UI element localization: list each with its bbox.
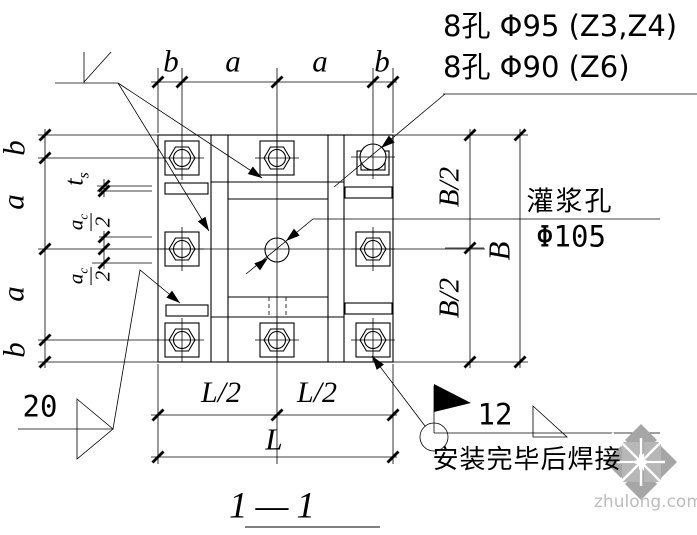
dim-bottom-l-half-right: L/2 bbox=[296, 376, 338, 409]
dim-plate-thickness: ts bbox=[59, 172, 93, 186]
note-weld-after-installation: 安装完毕后焊接 bbox=[432, 445, 622, 475]
dim-top-b1: b bbox=[163, 43, 179, 79]
dim-right-b-half-upper: B/2 bbox=[433, 166, 466, 208]
dim-left-a2: a bbox=[0, 286, 31, 302]
dim-right-b-half-lower: B/2 bbox=[433, 277, 466, 319]
weld-size-right: 12 bbox=[477, 397, 513, 432]
dim-bottom-l-half-left: L/2 bbox=[200, 376, 242, 409]
anchor-bolts bbox=[159, 135, 396, 363]
centerlines bbox=[38, 68, 485, 464]
box-column-section bbox=[210, 135, 345, 362]
weld-symbol-right bbox=[419, 384, 660, 452]
dim-top-b2: b bbox=[374, 43, 390, 79]
section-title: 1—1 bbox=[229, 485, 323, 527]
zhulong-logo-icon bbox=[605, 424, 677, 500]
label-grout-hole-diameter: Φ105 bbox=[536, 219, 606, 254]
anchor-bolt-hole-detail bbox=[351, 137, 395, 179]
dim-left-b2: b bbox=[0, 342, 32, 358]
dim-top-a1: a bbox=[225, 43, 241, 79]
note-bolt-holes-z34: 8孔 Φ95 (Z3,Z4) bbox=[443, 9, 678, 43]
leader-lines bbox=[55, 51, 697, 430]
weld-symbol-left bbox=[18, 398, 114, 460]
dimension-lines bbox=[38, 68, 528, 464]
dim-top-a2: a bbox=[312, 43, 328, 79]
dim-left-a1: a bbox=[0, 194, 31, 210]
dim-label-ac-half-lower: ac 2 bbox=[63, 266, 115, 286]
field-weld-flag-icon bbox=[434, 384, 471, 412]
grout-hole bbox=[264, 237, 290, 317]
dim-label-ac-half-upper: ac 2 bbox=[63, 212, 115, 232]
dim-bottom-l-total: L bbox=[265, 421, 283, 457]
watermark-text: zhulong.com bbox=[594, 492, 697, 512]
dim-left-b1: b bbox=[0, 140, 32, 156]
dim-right-b-total: B bbox=[481, 241, 517, 261]
label-grout-hole: 灌浆孔 bbox=[526, 186, 614, 218]
fillet-weld-icon bbox=[532, 405, 569, 438]
note-bolt-holes-z6: 8孔 Φ90 (Z6) bbox=[443, 50, 630, 84]
weld-size-left: 20 bbox=[22, 389, 58, 424]
